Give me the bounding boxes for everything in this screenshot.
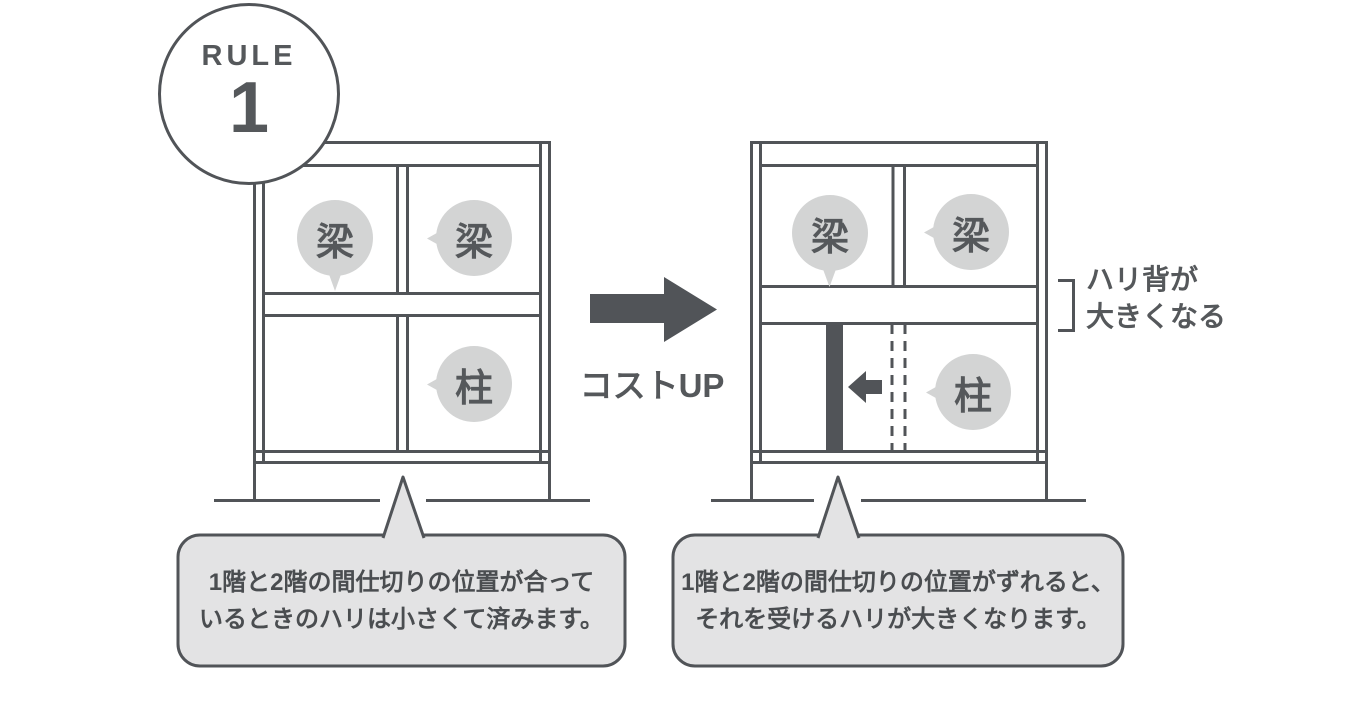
right-caption-line1: 1階と2階の間仕切りの位置がずれると、 [681,568,1115,596]
left-pillar-label-text: 柱 [454,367,493,410]
left-left-post [253,141,265,463]
right-caption-line2: それを受けるハリが大きくなります。 [695,605,1101,633]
left-beam-label-2: 梁 [436,200,512,276]
cost-up-arrow [590,277,717,342]
left-sill-band [253,450,551,464]
left-caption-line2: いるときのハリは小さくて済みます。 [199,605,604,633]
left-pillar-label: 柱 [436,346,512,422]
right-beam-label-1-text: 梁 [810,216,849,259]
right-sill-band [750,450,1048,464]
shifted-wall-bar [826,324,843,451]
left-1f-partition [396,315,409,451]
left-caption-bubble [176,475,627,668]
right-building [711,141,1086,502]
right-bubble-box [671,533,1125,668]
left-caption-line1: 1階と2階の間仕切りの位置が合って [208,568,595,596]
right-foundation [750,462,1048,500]
beam-depth-annotation-line1: ハリ背が [1086,264,1199,295]
right-pillar-label: 柱 [935,354,1011,430]
beam-depth-annotation: ハリ背が 大きくなる [1086,261,1226,335]
right-right-post [1036,141,1048,463]
right-beam-label-1: 梁 [792,195,868,271]
right-bubble-tail [816,475,861,539]
right-beam-label-2: 梁 [933,194,1009,270]
right-caption-bubble [671,475,1125,668]
rule-badge-label: RULE [201,40,297,72]
left-right-post [539,141,551,463]
right-pillar-label-text: 柱 [953,375,992,418]
left-building [214,141,590,502]
right-deep-floor-beam [760,285,1038,325]
beam-depth-bracket [1058,279,1075,332]
rule-badge: RULE 1 [158,3,340,185]
right-left-post [750,141,762,463]
left-beam-label-1-text: 梁 [315,221,354,264]
left-bubble-tail [381,475,426,539]
original-wall-position-dashed [890,324,907,450]
right-2f-partition [891,165,906,287]
rule-badge-number: 1 [228,68,270,148]
right-beam-label-2-text: 梁 [951,215,990,258]
right-caption-text: 1階と2階の間仕切りの位置がずれると、 それを受けるハリが大きくなります。 [673,535,1123,666]
cost-up-label: コストUP [579,367,725,404]
left-beam-label-2-text: 梁 [454,221,493,264]
beam-depth-annotation-line2: 大きくなる [1086,301,1227,332]
left-floor-beam [263,292,541,317]
left-foundation [253,462,551,500]
left-2f-partition [396,165,409,294]
left-caption-text: 1階と2階の間仕切りの位置が合って いるときのハリは小さくて済みます。 [178,535,625,666]
shift-left-arrow [848,371,882,403]
left-beam-label-1: 梁 [297,200,373,276]
